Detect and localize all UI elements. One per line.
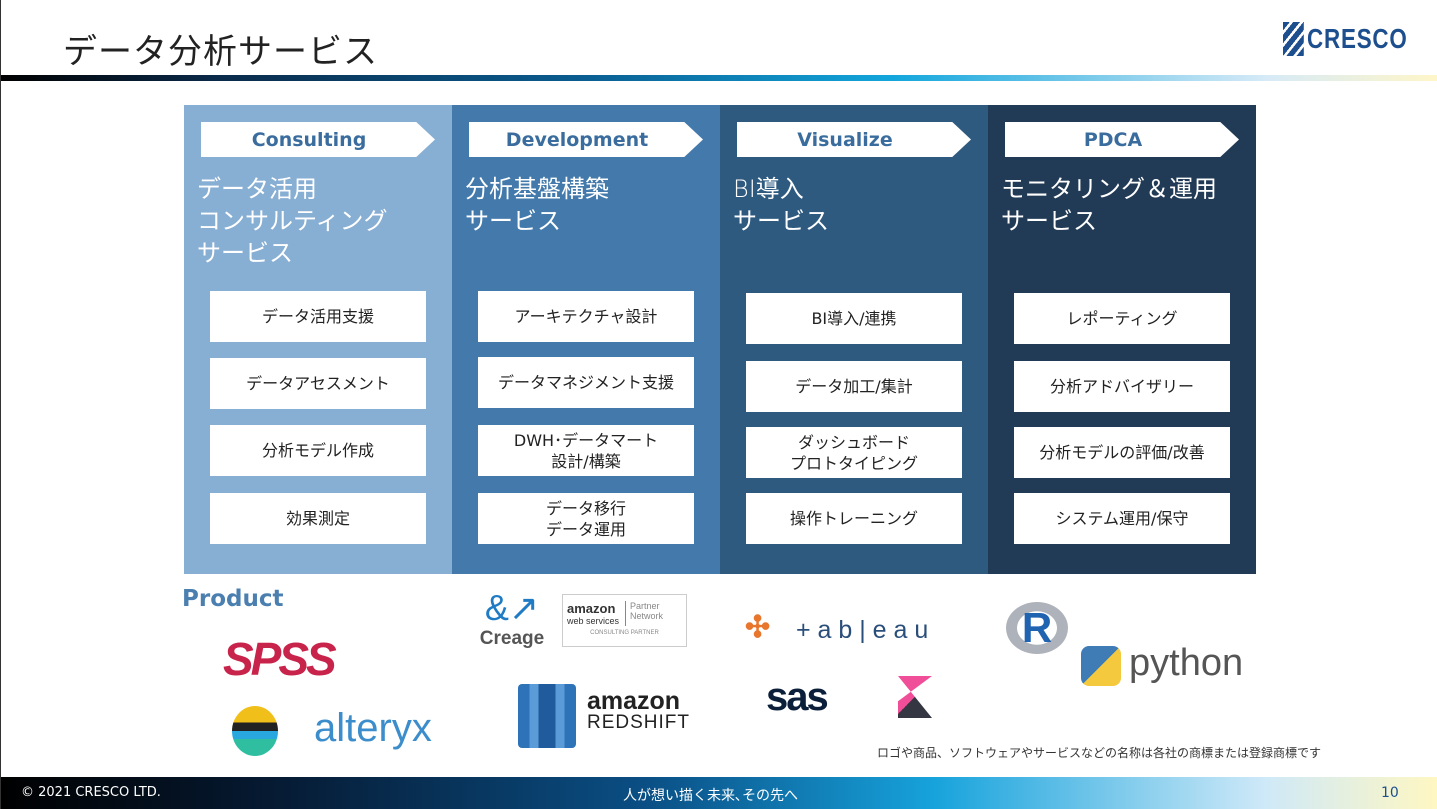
redshift-icon xyxy=(518,684,576,748)
service-title: データ活用 コンサルティング サービス xyxy=(197,175,388,267)
phase-arrow-label: Consulting xyxy=(201,122,435,157)
service-item: レポーティング xyxy=(1014,293,1230,344)
tableau-logo: + a b | e a u xyxy=(796,616,929,644)
service-column-pdca: PDCA モニタリング＆運用 サービスレポーティング分析アドバイザリー分析モデル… xyxy=(988,105,1256,574)
redshift-text: REDSHIFT xyxy=(587,712,690,733)
service-item: データ活用支援 xyxy=(210,291,426,342)
cresco-logo: CRESCO xyxy=(1283,22,1408,56)
redshift-amazon: amazon xyxy=(587,687,681,715)
slogan: 人が想い描く未来､その先へ xyxy=(623,788,798,804)
service-item: データマネジメント支援 xyxy=(478,357,694,408)
service-item: 分析モデル作成 xyxy=(210,425,426,476)
header-gradient-bar xyxy=(1,75,1437,81)
service-item: 操作トレーニング xyxy=(746,493,962,544)
footer: © 2021 CRESCO LTD. 人が想い描く未来､その先へ 10 xyxy=(1,777,1437,809)
aws-partner: Partner Network xyxy=(625,601,669,626)
redshift-logo: amazon REDSHIFT xyxy=(587,687,690,734)
phase-arrow-label: PDCA xyxy=(1005,122,1239,157)
python-logo: python xyxy=(1129,642,1244,684)
service-item: 効果測定 xyxy=(210,493,426,544)
service-item: データ加工/集計 xyxy=(746,361,962,412)
creage-logo: &↗ Creage xyxy=(477,588,547,650)
aws-amazon: amazon xyxy=(567,601,616,616)
service-title: モニタリング＆運用 サービス xyxy=(1001,175,1217,235)
service-item: BI導入/連携 xyxy=(746,293,962,344)
phase-arrow-label: Development xyxy=(469,122,703,157)
sas-logo: sas xyxy=(766,675,829,719)
aws-consulting: CONSULTING PARTNER xyxy=(590,630,659,636)
service-item: DWH･データマート 設計/構築 xyxy=(478,425,694,476)
page-number: 10 xyxy=(1381,785,1399,801)
elastic-icon xyxy=(232,706,278,756)
alteryx-logo: alteryx xyxy=(314,706,432,750)
service-item: データアセスメント xyxy=(210,358,426,409)
service-item: 分析モデルの評価/改善 xyxy=(1014,427,1230,478)
creage-text: Creage xyxy=(479,628,545,649)
copyright: © 2021 CRESCO LTD. xyxy=(21,785,161,800)
product-heading: Product xyxy=(182,586,284,612)
service-item: アーキテクチャ設計 xyxy=(478,291,694,342)
tableau-icon: ✣ xyxy=(745,611,771,644)
service-item: ダッシュボード プロトタイピング xyxy=(746,427,962,478)
phase-arrow-label: Visualize xyxy=(737,122,971,157)
r-text: R xyxy=(1021,604,1053,651)
service-column-development: Development 分析基盤構築 サービスアーキテクチャ設計データマネジメン… xyxy=(452,105,720,574)
service-column-consulting: Consulting データ活用 コンサルティング サービスデータ活用支援データ… xyxy=(184,105,452,574)
cresco-mark-icon xyxy=(1283,22,1304,56)
creage-icon: &↗ xyxy=(484,587,540,628)
python-icon xyxy=(1081,646,1121,686)
spss-logo: SPSS xyxy=(223,633,337,685)
kibana-icon xyxy=(898,676,932,718)
trademark-note: ロゴや商品、ソフトウェアやサービスなどの名称は各社の商標または登録商標です xyxy=(877,746,1322,760)
service-item: システム運用/保守 xyxy=(1014,493,1230,544)
logo-text: CRESCO xyxy=(1307,23,1408,54)
service-item: データ移行 データ運用 xyxy=(478,493,694,544)
aws-ws: web services xyxy=(567,616,620,626)
service-column-visualize: Visualize BI導入 サービス BI導入/連携データ加工/集計ダッシュボー… xyxy=(720,105,988,574)
page-title: データ分析サービス xyxy=(63,32,378,72)
service-title: BI導入 サービス xyxy=(733,175,829,235)
r-logo: R xyxy=(1006,602,1068,654)
service-title: 分析基盤構築 サービス xyxy=(465,175,609,235)
service-item: 分析アドバイザリー xyxy=(1014,361,1230,412)
